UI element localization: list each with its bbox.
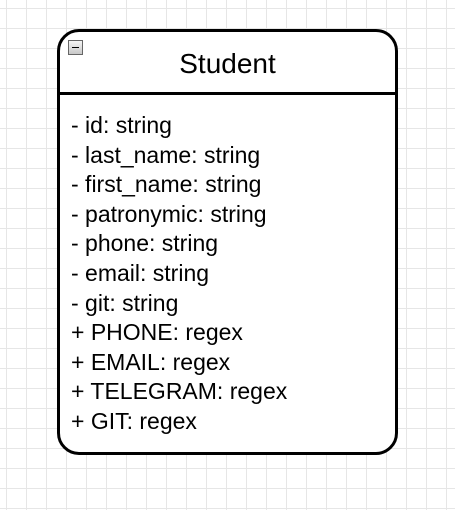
member-list: - id: string - last_name: string - first… [60, 95, 395, 437]
member-first-name: - first_name: string [71, 171, 262, 198]
member-id: - id: string [71, 112, 172, 138]
member-telegram-regex: + TELEGRAM: regex [71, 378, 288, 405]
member-email-regex: + EMAIL: regex [71, 348, 231, 375]
student-class-box[interactable]: Student - id: string - last_name: string… [57, 29, 398, 455]
collapse-icon[interactable] [68, 40, 83, 55]
member-last-name: - last_name: string [71, 141, 261, 168]
member-git-regex: + GIT: regex [71, 407, 197, 434]
member-phone: - phone: string [71, 230, 219, 257]
class-name: Student [179, 48, 276, 79]
member-patronymic: - patronymic: string [71, 200, 267, 227]
class-header: Student [60, 32, 395, 95]
member-email: - email: string [71, 259, 210, 286]
member-git: - git: string [71, 289, 179, 316]
member-phone-regex: + PHONE: regex [71, 319, 243, 346]
